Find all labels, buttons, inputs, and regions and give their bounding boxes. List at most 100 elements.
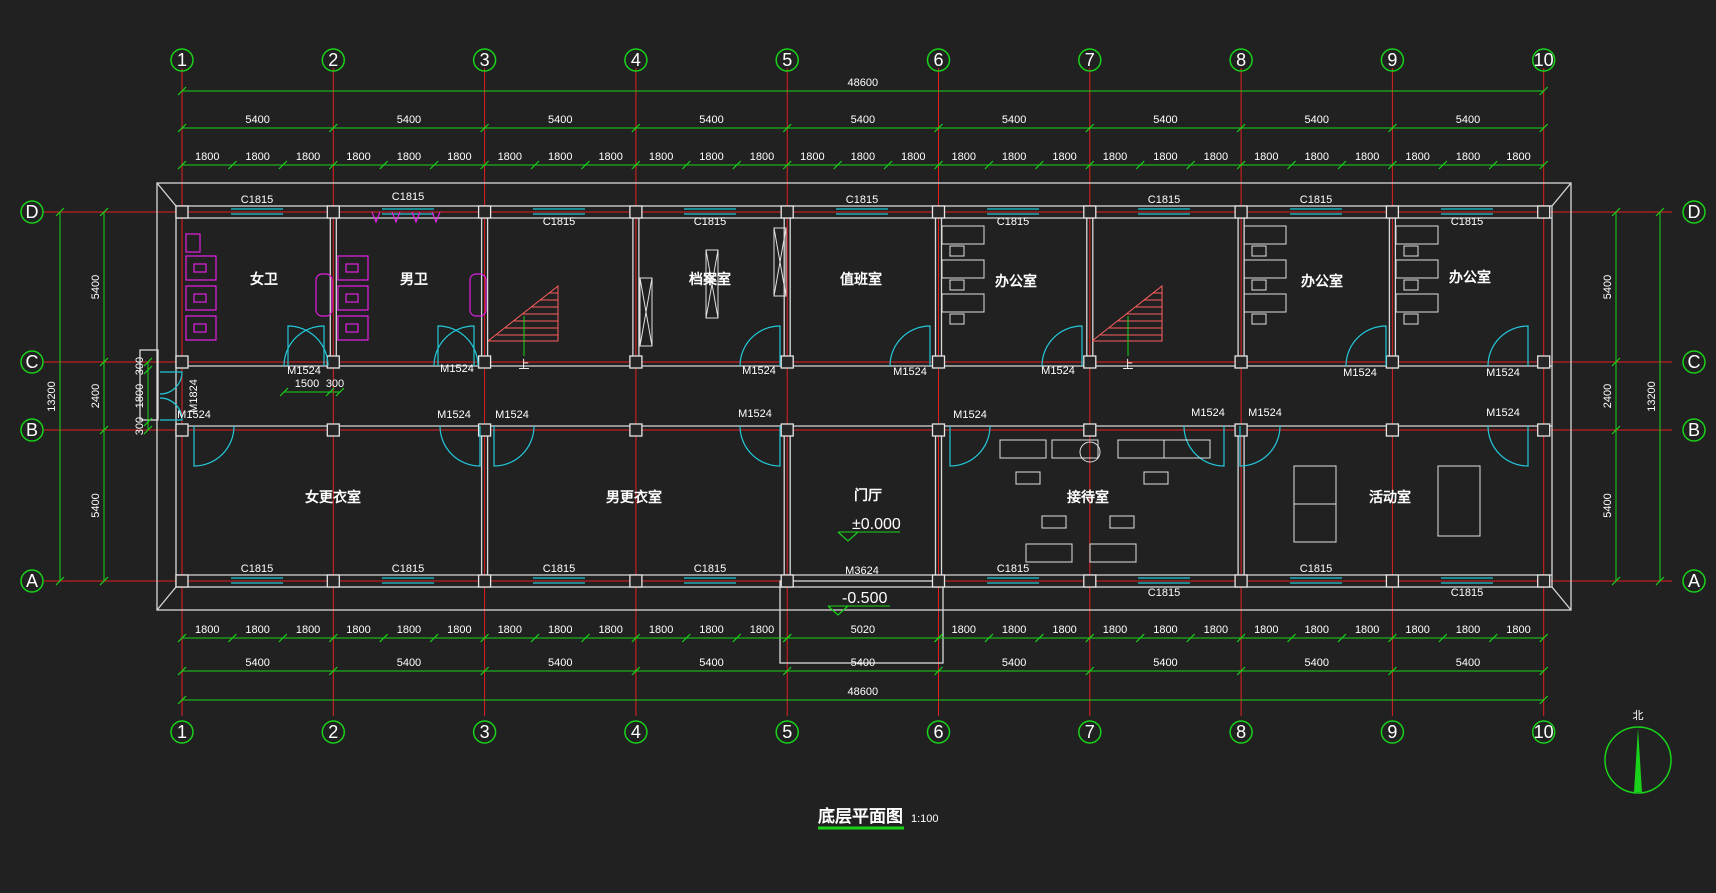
dim-tick bbox=[143, 357, 153, 367]
door-swing bbox=[1345, 325, 1387, 367]
dim-text: 5400 bbox=[1456, 114, 1480, 126]
axis-circle bbox=[1380, 48, 1405, 72]
elevation-outside: -0.500 bbox=[842, 590, 887, 607]
office-desk bbox=[1243, 259, 1287, 279]
toilet-stall bbox=[185, 255, 217, 281]
axis-circle bbox=[170, 48, 194, 72]
office-desk bbox=[1395, 259, 1439, 279]
axis-circle bbox=[775, 48, 799, 72]
dim-tick bbox=[1287, 633, 1296, 643]
axis-label: 7 bbox=[1085, 722, 1095, 742]
column bbox=[931, 205, 946, 219]
dim-text: 1800 bbox=[598, 624, 622, 636]
column bbox=[629, 423, 643, 437]
pool-table bbox=[1437, 465, 1481, 537]
door-swing bbox=[283, 325, 325, 367]
dim-tick bbox=[1539, 160, 1549, 170]
dim-text: 5400 bbox=[245, 114, 269, 126]
door bbox=[193, 425, 235, 467]
dim-tick bbox=[1085, 160, 1095, 170]
axis-circle bbox=[1380, 720, 1405, 744]
dim-tick bbox=[1488, 633, 1498, 643]
dim-text: 5400 bbox=[1153, 114, 1177, 126]
window-code-label: C1815 bbox=[1300, 194, 1332, 206]
dim-tick bbox=[279, 387, 289, 397]
door-swing bbox=[949, 425, 991, 467]
shelf-cross bbox=[773, 227, 787, 297]
window-code-label: C1815 bbox=[1300, 563, 1332, 575]
door-swing bbox=[159, 397, 183, 421]
door bbox=[739, 425, 781, 467]
dim-text: 1800 bbox=[195, 151, 219, 163]
dim-tick bbox=[1337, 633, 1347, 643]
roof-hip bbox=[1551, 586, 1572, 611]
dim-tick bbox=[228, 160, 237, 170]
axis-label: 7 bbox=[1085, 50, 1095, 70]
axis-label: 8 bbox=[1236, 50, 1246, 70]
axis-circle bbox=[20, 200, 44, 224]
elevation-mark bbox=[837, 531, 859, 542]
side-door-code-label: M1824 bbox=[188, 379, 200, 413]
column bbox=[780, 355, 794, 369]
door-code-label: M1524 bbox=[1343, 367, 1377, 379]
dim-text: 1800 bbox=[1002, 151, 1026, 163]
dim-tick bbox=[1186, 160, 1196, 170]
dim-tick bbox=[480, 160, 490, 170]
window-code-label: C1815 bbox=[543, 216, 575, 228]
column bbox=[1385, 355, 1400, 369]
axis-bubble-bottom: 3 bbox=[472, 720, 497, 744]
door-code-label: M1524 bbox=[1486, 407, 1520, 419]
dim-tick bbox=[631, 633, 641, 643]
dim-text: 5400 bbox=[699, 657, 723, 669]
dim-tick bbox=[1236, 160, 1246, 170]
dim-tick bbox=[480, 633, 490, 643]
dim-tick bbox=[1186, 633, 1196, 643]
dim-tick bbox=[335, 387, 345, 397]
dim-text: 1800 bbox=[901, 151, 925, 163]
dim-text: 1800 bbox=[1204, 624, 1228, 636]
dim-text: 1800 bbox=[649, 624, 673, 636]
column bbox=[780, 574, 794, 588]
axis-label: 4 bbox=[631, 50, 641, 70]
dim-tick bbox=[429, 633, 439, 643]
dim-text: 5400 bbox=[851, 657, 875, 669]
axis-label: A bbox=[26, 571, 38, 591]
door-swing bbox=[439, 425, 481, 467]
dim-tick bbox=[1611, 207, 1621, 217]
office-desk bbox=[941, 259, 985, 279]
axis-circle bbox=[1229, 720, 1253, 744]
window-code-label: C1815 bbox=[392, 191, 424, 203]
door-swing bbox=[287, 325, 329, 367]
toilet-icon bbox=[345, 293, 359, 303]
dim-text: 2400 bbox=[90, 384, 102, 408]
axis-bubble-right: B bbox=[1682, 418, 1706, 442]
door-swing bbox=[1487, 325, 1529, 367]
dim-text: 1800 bbox=[851, 151, 875, 163]
dim-text: 1800 bbox=[447, 151, 471, 163]
room-label: 女卫 bbox=[250, 271, 278, 288]
dim-text: 1800 bbox=[1204, 151, 1228, 163]
dim-tick bbox=[55, 576, 65, 586]
column bbox=[1083, 423, 1097, 437]
door-code-label: M1524 bbox=[742, 365, 776, 377]
door-code-label: M1524 bbox=[287, 365, 321, 377]
dim-tick bbox=[177, 695, 187, 705]
window-code-label: C1815 bbox=[392, 563, 424, 575]
office-chair bbox=[949, 279, 965, 291]
dim-text: 5400 bbox=[1153, 657, 1177, 669]
dim-tick bbox=[1611, 576, 1621, 586]
dim-tick bbox=[1387, 123, 1397, 133]
window-code-label: C1815 bbox=[1451, 587, 1483, 599]
door-code-label: M1524 bbox=[953, 409, 987, 421]
stair-up-label: 上 bbox=[1123, 358, 1134, 371]
axis-label: 10 bbox=[1534, 722, 1554, 742]
axis-label: B bbox=[1688, 420, 1700, 440]
axis-circle bbox=[321, 48, 346, 72]
dim-text: 5400 bbox=[699, 114, 723, 126]
door bbox=[1487, 425, 1529, 467]
dim-overall-top: 48600 bbox=[177, 77, 1549, 96]
dim-tick bbox=[480, 666, 490, 676]
dim-tick bbox=[631, 666, 641, 676]
